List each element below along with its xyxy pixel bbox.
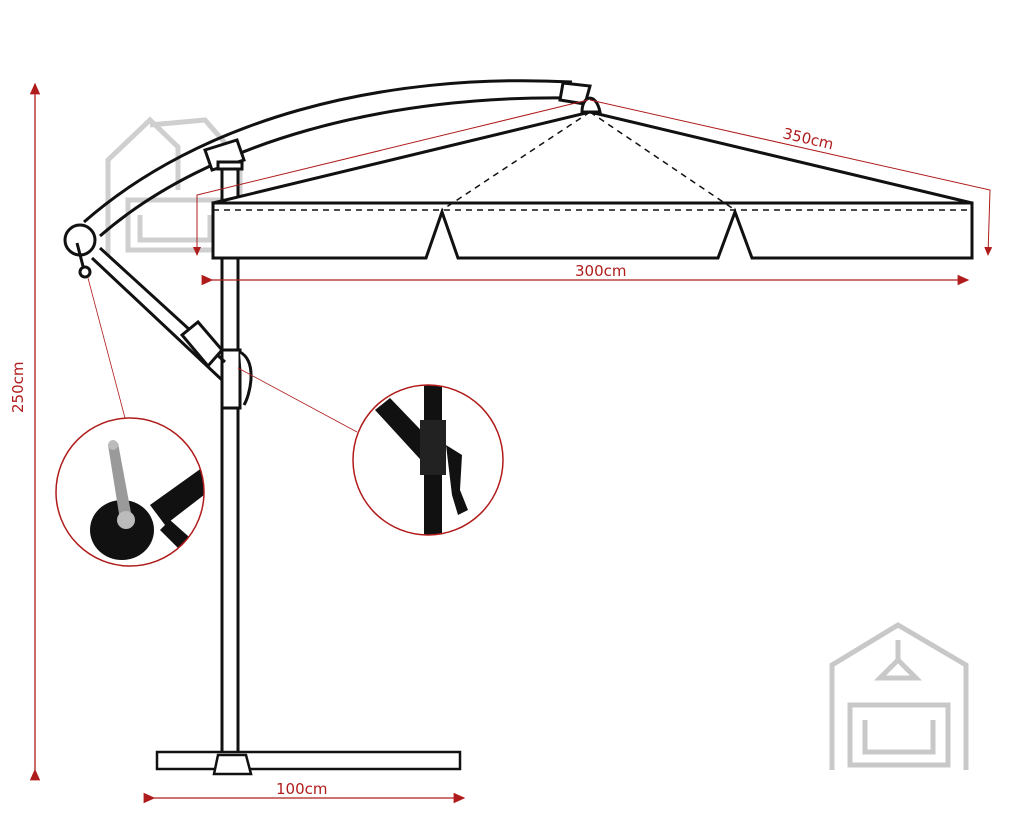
tilt-detail-frame xyxy=(352,384,504,536)
rib-length-dimension xyxy=(193,99,993,256)
umbrella-pole xyxy=(216,160,253,757)
tilt-callout-line xyxy=(237,367,358,433)
crank-detail-frame xyxy=(55,417,205,567)
base-width-label: 100cm xyxy=(276,780,328,798)
canopy-dashed-ribs xyxy=(213,111,972,211)
canopy-width-label: 300cm xyxy=(575,262,627,280)
support-strut xyxy=(90,246,227,382)
umbrella-arm xyxy=(83,79,602,238)
crank-detail-photo xyxy=(56,418,204,566)
umbrella-base xyxy=(155,750,462,776)
watermark-logo-bottom xyxy=(829,622,969,770)
total-height-label: 250cm xyxy=(9,362,27,414)
crank-handle xyxy=(63,223,97,279)
tilt-detail-photo xyxy=(353,385,503,535)
canopy xyxy=(211,110,974,260)
crank-callout-line xyxy=(87,277,126,419)
